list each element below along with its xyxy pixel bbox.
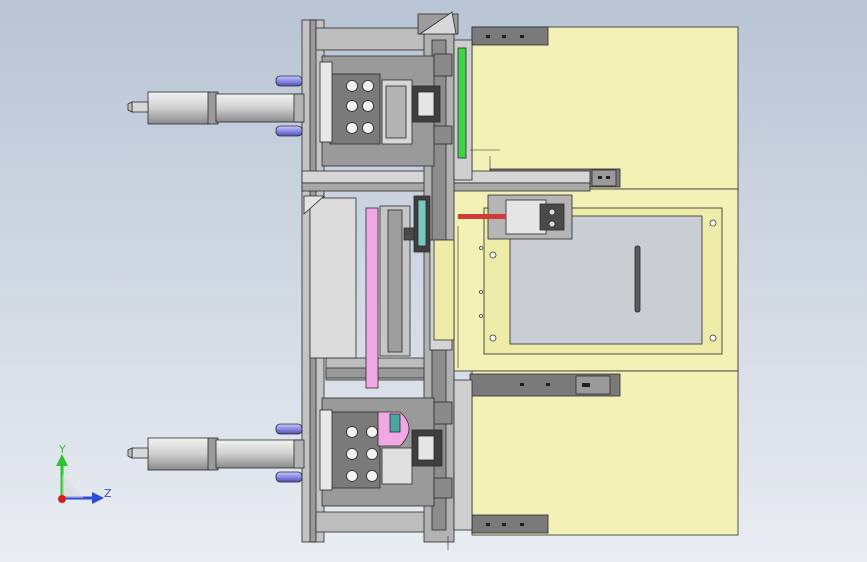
lower-actuator-end [293, 439, 305, 469]
lower-motor-face [417, 435, 435, 461]
top-bracket [418, 11, 457, 35]
upper-column-clamp [433, 125, 453, 145]
upper-mount [319, 61, 333, 143]
window-handle [634, 245, 641, 313]
cabinet-top-rail [471, 26, 549, 46]
lower-motor-body [147, 437, 211, 471]
sensor-face [417, 199, 427, 247]
fine-details [447, 149, 500, 550]
rail-holes [486, 35, 610, 526]
z-axis-label: Z [104, 487, 112, 500]
upper-motor-assembly [127, 75, 305, 137]
cabinet-bottom-rail [471, 514, 549, 534]
upper-motor-tip [127, 101, 133, 113]
triad-origin [58, 495, 66, 503]
cabinet-assembly [451, 26, 739, 536]
upper-rod-bottom [275, 125, 303, 137]
pink-strip [365, 207, 379, 389]
upper-motor-shaft [131, 101, 149, 113]
frame-top-bar [315, 27, 427, 51]
cabinet-mid-rail-block [591, 169, 617, 187]
lower-mount [319, 409, 333, 491]
column-right-strip-low [453, 379, 473, 531]
middle-left-frame [309, 197, 357, 359]
guide-stop [403, 227, 415, 241]
upper-column-clamp [433, 53, 453, 77]
lower-rod-top [275, 423, 303, 435]
z-axis-arrow [92, 492, 104, 504]
gripper-body [505, 199, 547, 235]
lower-carriage [319, 397, 453, 507]
upper-carriage [319, 53, 453, 167]
lower-column-clamp [433, 401, 453, 425]
upper-plate-holes [346, 80, 374, 134]
upper-slide-face [385, 85, 407, 139]
lower-motor-tip [127, 447, 133, 459]
lower-motor-assembly [127, 423, 305, 483]
orientation-triad: Y Z [56, 443, 112, 504]
gripper-screw [548, 220, 556, 228]
cabinet-holes [479, 219, 717, 342]
upper-actuator-end [293, 93, 305, 123]
y-axis-label: Y [58, 443, 66, 456]
red-rod [458, 214, 506, 219]
cabinet-low-rail-block [575, 375, 611, 395]
y-axis-arrow [56, 454, 68, 466]
upper-motor-body [147, 91, 211, 125]
lower-actuator [215, 439, 303, 469]
upper-actuator [215, 93, 303, 123]
lower-rod-bottom [275, 471, 303, 483]
cabinet-top-panel [471, 26, 739, 190]
middle-yellow-plate [433, 239, 455, 341]
green-rail [457, 47, 467, 159]
gripper-screw [548, 208, 556, 216]
cabinet-bottom-panel [471, 370, 739, 536]
upper-motor-face [417, 91, 435, 117]
lower-motor-shaft [131, 447, 149, 459]
frame-bottom-bar [315, 511, 437, 533]
upper-rod-top [275, 75, 303, 87]
lower-plate-holes [346, 426, 378, 482]
triad-plane [62, 474, 84, 498]
lower-slide-block [381, 447, 413, 485]
lower-column-clamp [433, 477, 453, 499]
upper-left-bracket [303, 195, 326, 215]
guide-rail-inner [387, 209, 403, 353]
middle-guide [303, 195, 455, 389]
lower-teal-block [389, 413, 401, 433]
